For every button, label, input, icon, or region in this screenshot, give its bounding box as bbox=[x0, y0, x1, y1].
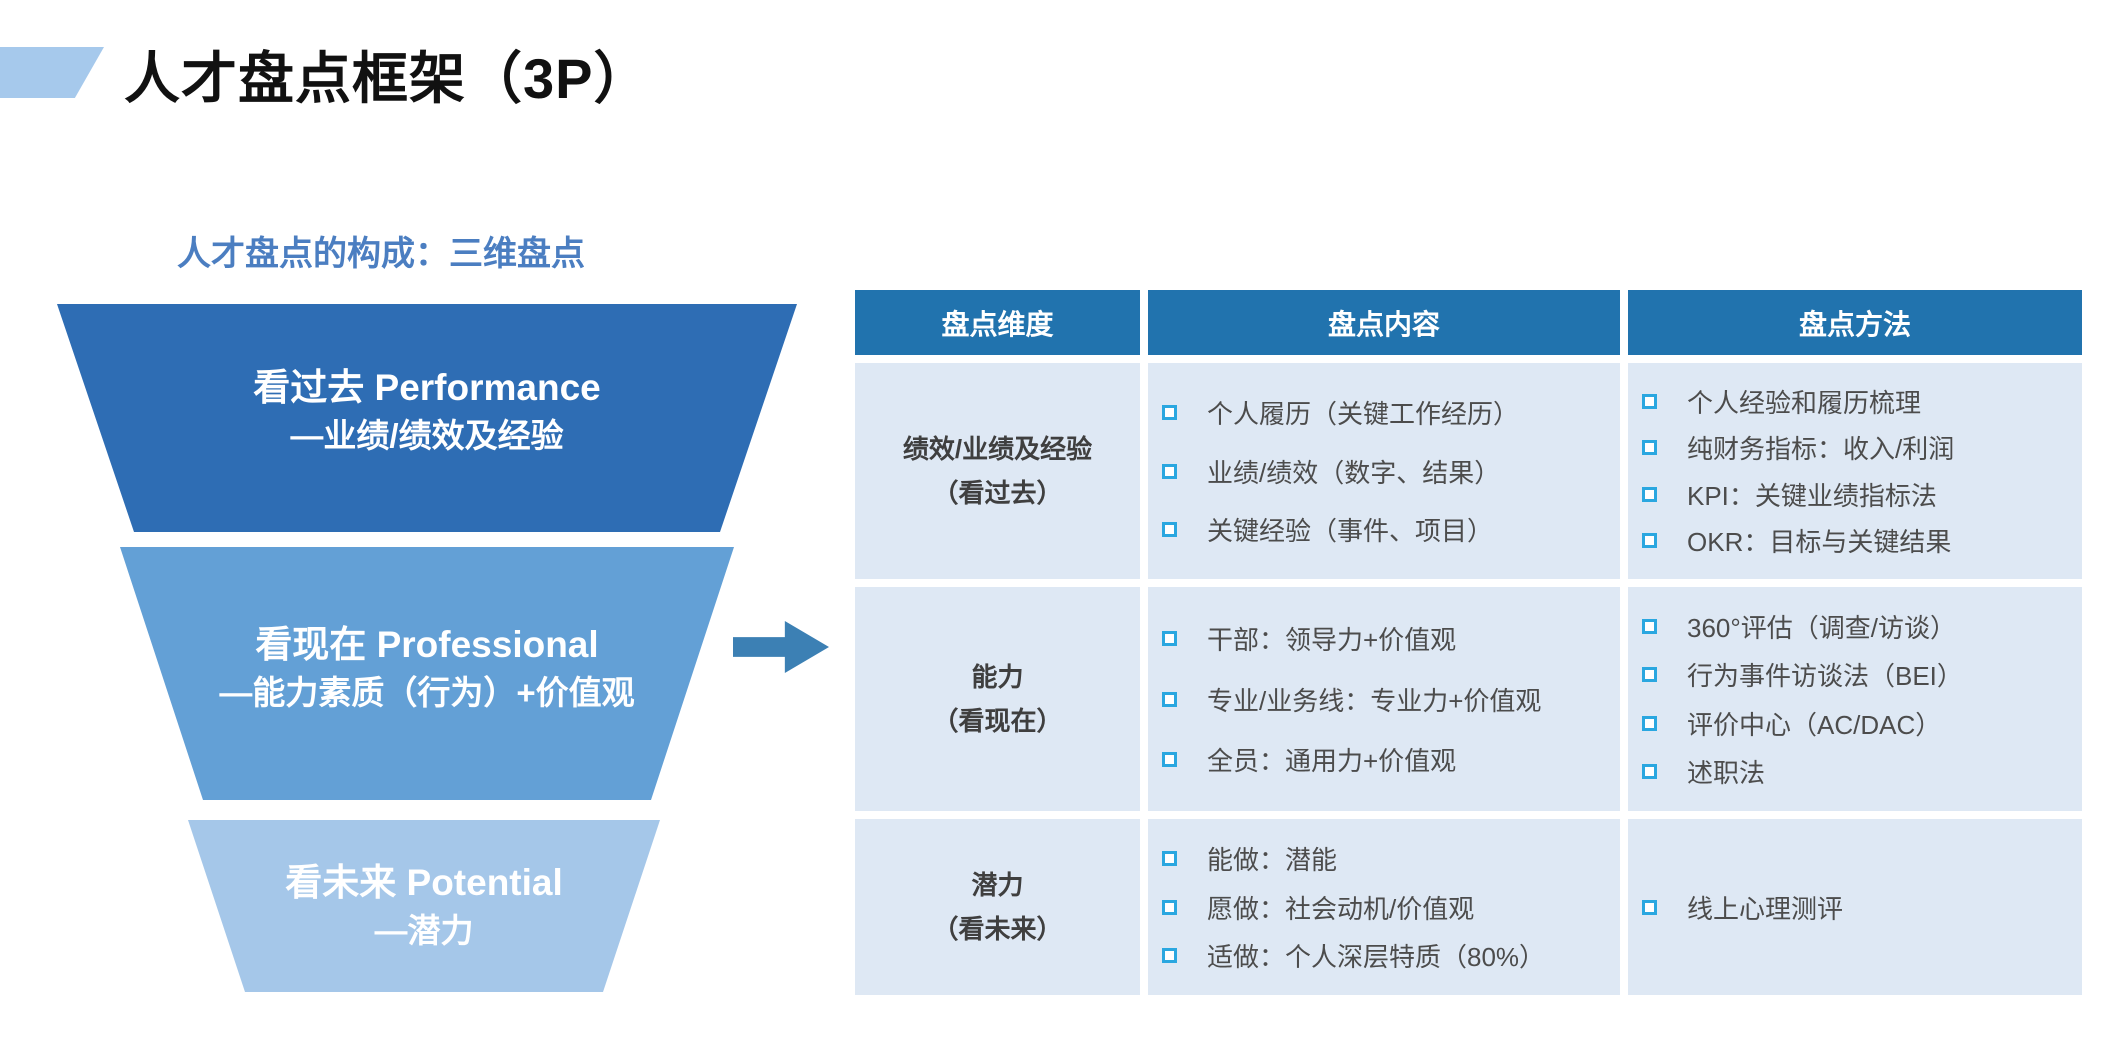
square-bullet-icon bbox=[1642, 440, 1657, 456]
square-bullet-icon bbox=[1642, 486, 1657, 502]
square-bullet-icon bbox=[1162, 521, 1177, 537]
page-title: 人才盘点框架（3P） bbox=[124, 47, 651, 110]
list-item: 愿做：社会动机/价值观 bbox=[1162, 889, 1612, 926]
square-bullet-icon bbox=[1642, 667, 1657, 683]
table-header-content: 盘点内容 bbox=[1148, 290, 1620, 355]
table-header-method: 盘点方法 bbox=[1628, 290, 2082, 355]
dimension-cell-ability: 能力 （看现在） bbox=[855, 587, 1140, 811]
square-bullet-icon bbox=[1642, 619, 1657, 635]
funnel-level-professional: 看现在 Professional —能力素质（行为）+价值观 bbox=[120, 547, 734, 800]
dimension-cell-performance: 绩效/业绩及经验 （看过去） bbox=[855, 363, 1140, 579]
square-bullet-icon bbox=[1162, 947, 1177, 963]
method-cell-potential: 线上心理测评 bbox=[1628, 819, 2082, 995]
dimension-name: 能力 bbox=[971, 662, 1024, 692]
funnel-level-title: 看现在 Professional bbox=[255, 624, 599, 666]
list-item: 关键经验（事件、项目） bbox=[1162, 511, 1612, 548]
list-item: 纯财务指标：收入/利润 bbox=[1642, 429, 2074, 466]
list-item: 述职法 bbox=[1642, 753, 2074, 790]
square-bullet-icon bbox=[1162, 631, 1177, 647]
list-item: KPI：关键业绩指标法 bbox=[1642, 476, 2074, 513]
title-accent-shape bbox=[0, 47, 104, 98]
square-bullet-icon bbox=[1642, 899, 1657, 915]
list-item: 个人经验和履历梳理 bbox=[1642, 383, 2074, 420]
funnel-level-title: 看未来 Potential bbox=[285, 861, 563, 903]
funnel-level-performance: 看过去 Performance —业绩/绩效及经验 bbox=[57, 304, 797, 532]
square-bullet-icon bbox=[1642, 763, 1657, 779]
right-arrow-icon bbox=[733, 621, 829, 673]
content-cell-ability: 干部：领导力+价值观 专业/业务线：专业力+价值观 全员：通用力+价值观 bbox=[1148, 587, 1620, 811]
method-cell-ability: 360°评估（调查/访谈） 行为事件访谈法（BEI） 评价中心（AC/DAC） … bbox=[1628, 587, 2082, 811]
table-header-dimension: 盘点维度 bbox=[855, 290, 1140, 355]
list-item: 全员：通用力+价值观 bbox=[1162, 741, 1612, 778]
review-table: 盘点维度 盘点内容 盘点方法 绩效/业绩及经验 （看过去） 个人履历（关键工作经… bbox=[855, 290, 2082, 995]
funnel-level-subtitle: —能力素质（行为）+价值观 bbox=[219, 674, 635, 712]
square-bullet-icon bbox=[1642, 393, 1657, 409]
square-bullet-icon bbox=[1162, 463, 1177, 479]
funnel-level-subtitle: —潜力 bbox=[374, 911, 474, 949]
dimension-note: （看未来） bbox=[932, 914, 1063, 944]
list-item: 360°评估（调查/访谈） bbox=[1642, 608, 2074, 645]
dimension-cell-potential: 潜力 （看未来） bbox=[855, 819, 1140, 995]
method-cell-performance: 个人经验和履历梳理 纯财务指标：收入/利润 KPI：关键业绩指标法 OKR：目标… bbox=[1628, 363, 2082, 579]
list-item: 专业/业务线：专业力+价值观 bbox=[1162, 681, 1612, 718]
funnel-level-subtitle: —业绩/绩效及经验 bbox=[290, 416, 564, 454]
square-bullet-icon bbox=[1642, 533, 1657, 549]
funnel-level-potential: 看未来 Potential —潜力 bbox=[188, 820, 660, 992]
list-item: 业绩/绩效（数字、结果） bbox=[1162, 453, 1612, 490]
list-item: 线上心理测评 bbox=[1642, 889, 2074, 926]
square-bullet-icon bbox=[1642, 715, 1657, 731]
funnel-level-title: 看过去 Performance bbox=[253, 366, 601, 408]
list-item: 个人履历（关键工作经历） bbox=[1162, 394, 1612, 431]
dimension-name: 绩效/业绩及经验 bbox=[902, 434, 1093, 464]
list-item: 行为事件访谈法（BEI） bbox=[1642, 656, 2074, 693]
square-bullet-icon bbox=[1162, 899, 1177, 915]
content-cell-potential: 能做：潜能 愿做：社会动机/价值观 适做：个人深层特质（80%） bbox=[1148, 819, 1620, 995]
list-item: OKR：目标与关键结果 bbox=[1642, 522, 2074, 559]
dimension-note: （看现在） bbox=[932, 706, 1063, 736]
list-item: 能做：潜能 bbox=[1162, 840, 1612, 877]
dimension-name: 潜力 bbox=[971, 870, 1024, 900]
list-item: 干部：领导力+价值观 bbox=[1162, 620, 1612, 657]
square-bullet-icon bbox=[1162, 851, 1177, 867]
funnel-caption: 人才盘点的构成：三维盘点 bbox=[177, 235, 585, 273]
square-bullet-icon bbox=[1162, 405, 1177, 421]
square-bullet-icon bbox=[1162, 751, 1177, 767]
list-item: 评价中心（AC/DAC） bbox=[1642, 705, 2074, 742]
list-item: 适做：个人深层特质（80%） bbox=[1162, 937, 1612, 974]
square-bullet-icon bbox=[1162, 691, 1177, 707]
dimension-note: （看过去） bbox=[932, 478, 1063, 508]
content-cell-performance: 个人履历（关键工作经历） 业绩/绩效（数字、结果） 关键经验（事件、项目） bbox=[1148, 363, 1620, 579]
